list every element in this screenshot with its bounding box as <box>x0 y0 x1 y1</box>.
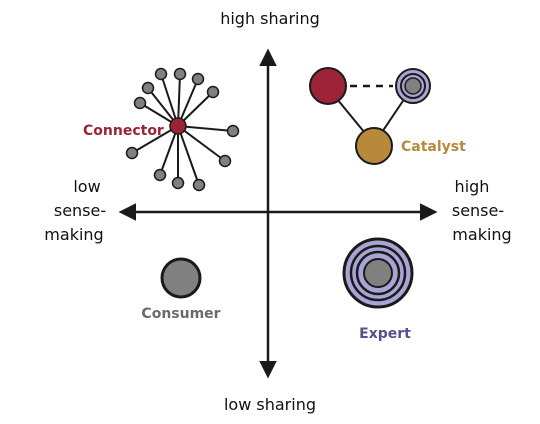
connector-spoke <box>131 125 179 154</box>
connector-hub-node <box>169 117 187 135</box>
connector-label: Connector <box>83 123 164 139</box>
left-axis-label-line-1: low <box>73 177 100 196</box>
connector-leaf-node <box>153 168 167 182</box>
catalyst-network-icon <box>309 67 431 165</box>
left-axis-label-line-2: sense- <box>54 201 106 220</box>
connector-leaf-node <box>226 124 240 138</box>
connector-leaf-node <box>206 85 220 99</box>
connector-leaf-node <box>141 81 155 95</box>
connector-leaf-node <box>133 96 147 110</box>
consumer-label: Consumer <box>141 306 220 322</box>
right-axis-label-line-2: sense- <box>452 201 504 220</box>
connector-spoke <box>177 125 234 132</box>
expert-core <box>363 258 393 288</box>
expert-rings-icon <box>342 237 414 309</box>
connector-leaf-node <box>192 178 206 192</box>
expert-label: Expert <box>359 326 411 342</box>
connector-leaf-node <box>171 176 185 190</box>
connector-spoke <box>160 73 179 127</box>
connector-spoke <box>177 125 200 186</box>
catalyst-node-crimson <box>309 67 347 105</box>
connector-spoke <box>177 125 226 162</box>
right-axis-label-line-3: making <box>452 225 511 244</box>
connector-leaf-node <box>173 67 187 81</box>
connector-leaf-node <box>125 146 139 160</box>
right-axis-label-line-1: high <box>455 177 490 196</box>
top-axis-label: high sharing <box>220 9 320 28</box>
connector-leaf-node <box>191 72 205 86</box>
consumer-node-icon <box>160 257 202 299</box>
bottom-axis-label: low sharing <box>224 395 316 414</box>
catalyst-label: Catalyst <box>401 139 466 155</box>
connector-leaf-node <box>154 67 168 81</box>
connector-leaf-node <box>218 154 232 168</box>
connector-network-icon <box>125 67 240 192</box>
left-axis-label-line-3: making <box>44 225 103 244</box>
catalyst-node-ochre <box>355 127 393 165</box>
catalyst-node-expert-core <box>404 77 422 95</box>
